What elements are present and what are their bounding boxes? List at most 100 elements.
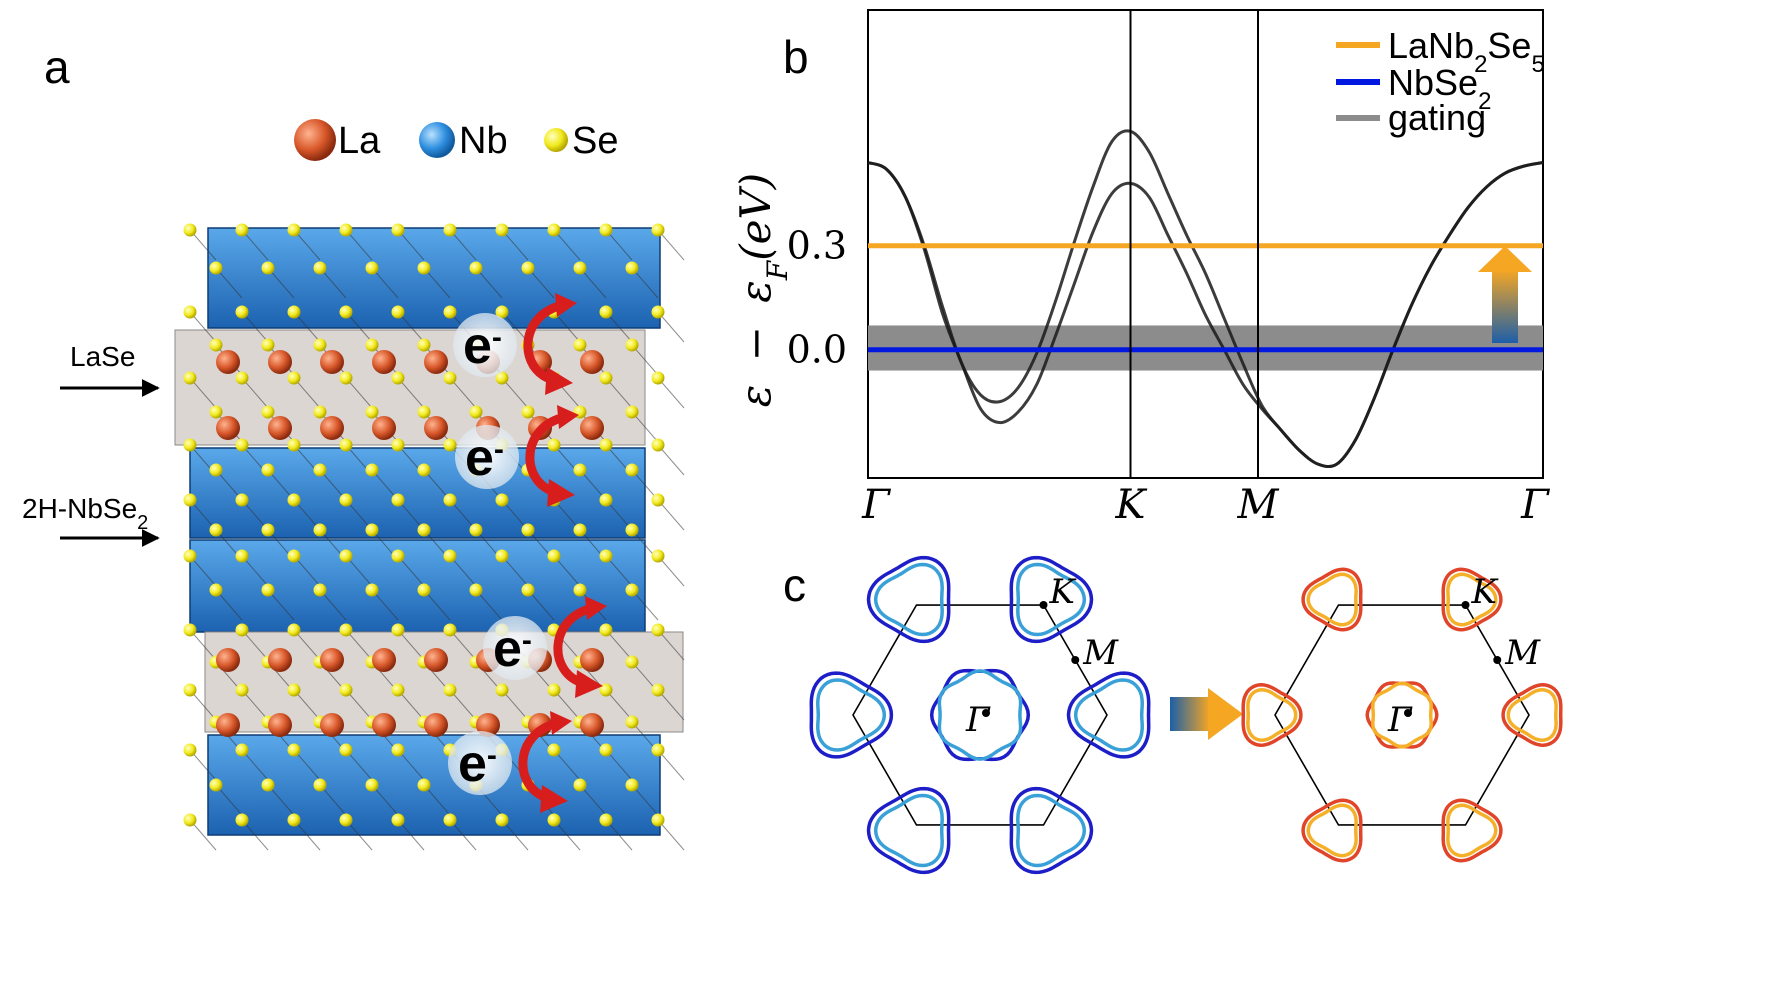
se-atom bbox=[573, 583, 587, 597]
legend-se-label: Se bbox=[572, 120, 618, 162]
se-atom bbox=[651, 438, 665, 452]
bond-line bbox=[423, 469, 451, 501]
se-atom bbox=[339, 223, 353, 237]
bond-line bbox=[553, 689, 581, 721]
se-atom bbox=[651, 493, 665, 507]
bond-line bbox=[189, 311, 217, 343]
la-atom bbox=[372, 416, 396, 440]
se-atom bbox=[235, 683, 249, 697]
bond-line bbox=[449, 377, 477, 409]
bond-line bbox=[657, 819, 685, 851]
y-tick-labels: 0.30.0 bbox=[787, 224, 847, 372]
se-atom bbox=[651, 743, 665, 757]
se-atom bbox=[651, 371, 665, 385]
se-atom bbox=[235, 371, 249, 385]
se-atom bbox=[391, 493, 405, 507]
left-k-point bbox=[1039, 601, 1048, 610]
la-atom bbox=[216, 350, 240, 374]
electron-glow bbox=[455, 425, 519, 489]
bond-line bbox=[319, 267, 347, 299]
bond-line bbox=[371, 784, 399, 816]
y-axis-label: ε − εF(eV) bbox=[731, 173, 794, 407]
se-atom bbox=[495, 549, 509, 563]
bond-line bbox=[293, 555, 321, 587]
fermi-surface-lanb2se5: ΓKM bbox=[1241, 567, 1563, 863]
bond-line bbox=[553, 749, 581, 781]
bond-line bbox=[293, 689, 321, 721]
bond-line bbox=[579, 784, 607, 816]
se-atom bbox=[417, 338, 431, 352]
se-atom bbox=[521, 523, 535, 537]
se-atom bbox=[183, 223, 197, 237]
left-k-pocket-outer bbox=[866, 786, 951, 875]
se-atom-icon bbox=[544, 128, 568, 152]
bond-line bbox=[267, 267, 295, 299]
se-atom bbox=[547, 683, 561, 697]
bond-line bbox=[527, 267, 555, 299]
bond-line bbox=[657, 499, 685, 531]
bond-line bbox=[189, 749, 217, 781]
se-atom bbox=[261, 583, 275, 597]
bond-line bbox=[501, 689, 529, 721]
se-atom bbox=[235, 223, 249, 237]
transfer-arrow-curve bbox=[518, 718, 563, 803]
se-atom bbox=[365, 463, 379, 477]
bond-line bbox=[449, 499, 477, 531]
se-atom bbox=[443, 305, 457, 319]
se-atom bbox=[521, 261, 535, 275]
bond-line bbox=[293, 819, 321, 851]
se-atom bbox=[287, 438, 301, 452]
electron-symbol: e bbox=[463, 317, 492, 375]
se-atom bbox=[313, 463, 327, 477]
se-atom bbox=[417, 405, 431, 419]
se-atom bbox=[625, 778, 639, 792]
se-atom bbox=[573, 338, 587, 352]
bond-line bbox=[319, 589, 347, 621]
se-atom bbox=[391, 623, 405, 637]
left-m-point bbox=[1071, 656, 1080, 665]
electron-3: e- bbox=[483, 596, 607, 698]
nbse2-layer-bottom bbox=[207, 734, 661, 836]
se-atom bbox=[599, 743, 613, 757]
bond-line bbox=[605, 499, 633, 531]
se-atom bbox=[209, 583, 223, 597]
se-atom bbox=[339, 305, 353, 319]
right-k-pocket-inner bbox=[1306, 572, 1358, 627]
se-atom bbox=[235, 623, 249, 637]
se-atom bbox=[625, 715, 639, 729]
left-k-label: K bbox=[1049, 572, 1078, 612]
bond-line bbox=[189, 377, 217, 409]
la-atom bbox=[372, 713, 396, 737]
se-atom bbox=[625, 338, 639, 352]
se-atom bbox=[287, 371, 301, 385]
bond-line bbox=[657, 311, 685, 343]
se-atom bbox=[261, 523, 275, 537]
se-atom bbox=[469, 583, 483, 597]
se-atom bbox=[183, 813, 197, 827]
se-atom bbox=[365, 583, 379, 597]
bond-line bbox=[319, 469, 347, 501]
se-atom bbox=[313, 778, 327, 792]
bond-line bbox=[501, 229, 529, 261]
bond-line bbox=[605, 749, 633, 781]
bond-line bbox=[605, 689, 633, 721]
electron-symbol: e bbox=[465, 429, 494, 487]
la-atom bbox=[268, 350, 292, 374]
se-atom bbox=[339, 683, 353, 697]
bond-line bbox=[605, 629, 633, 661]
band-curve-1 bbox=[867, 129, 1544, 469]
se-atom bbox=[391, 438, 405, 452]
se-atom bbox=[443, 493, 457, 507]
electron-symbol: e bbox=[458, 735, 487, 793]
right-k-pocket-outer bbox=[1441, 798, 1503, 863]
se-atom bbox=[651, 223, 665, 237]
se-atom bbox=[651, 623, 665, 637]
bond-line bbox=[631, 784, 659, 816]
bond-line bbox=[605, 377, 633, 409]
se-atom bbox=[547, 438, 561, 452]
la-atom bbox=[372, 648, 396, 672]
bond-line bbox=[293, 629, 321, 661]
se-atom bbox=[235, 493, 249, 507]
